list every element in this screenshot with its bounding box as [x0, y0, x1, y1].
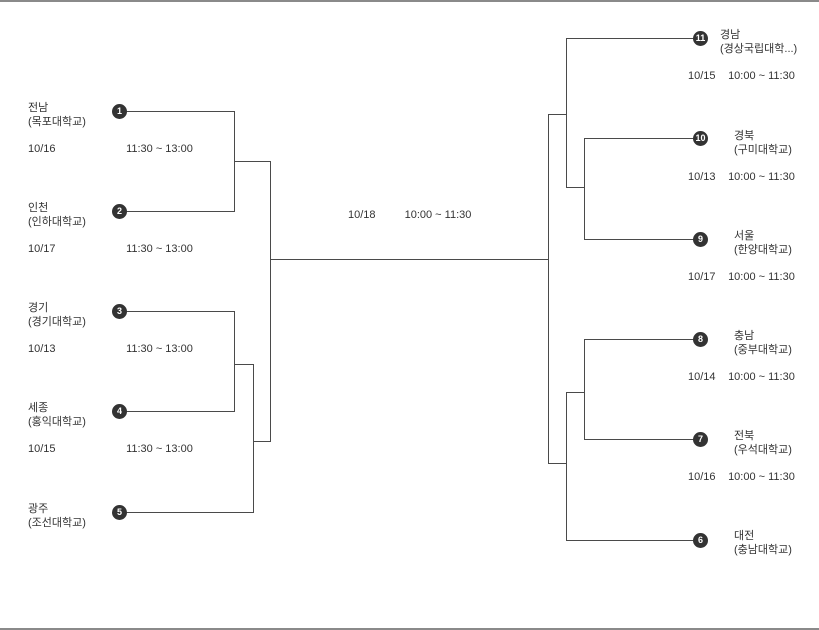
match-time: 10:00 ~ 11:30	[728, 70, 795, 82]
bracket-line-left-34-5	[119, 364, 254, 513]
team-entry: 서울 (한양대학교)	[734, 229, 792, 257]
team-school: (인하대학교)	[28, 216, 86, 228]
team-school: (우석대학교)	[734, 444, 792, 456]
match-date: 10/15	[28, 443, 56, 455]
seed-badge: 2	[112, 204, 127, 219]
match-date: 10/14	[688, 371, 716, 383]
match-schedule: 10/15 11:30 ~ 13:00	[28, 442, 193, 456]
seed-badge: 6	[693, 533, 708, 548]
team-region: 서울	[734, 230, 755, 242]
team-entry: 인천 (인하대학교)	[28, 201, 86, 229]
team-school: (조선대학교)	[28, 517, 86, 529]
seed-badge: 10	[693, 131, 708, 146]
team-region: 인천	[28, 202, 49, 214]
team-entry: 경남 (경상국립대학...)	[720, 28, 797, 56]
team-entry: 광주 (조선대학교)	[28, 502, 86, 530]
bracket-line-right-87-6	[566, 392, 701, 541]
team-school: (한양대학교)	[734, 244, 792, 256]
seed-badge: 1	[112, 104, 127, 119]
team-region: 세종	[28, 402, 49, 414]
seed-badge: 11	[693, 31, 708, 46]
bracket-line-right-semi	[548, 114, 567, 464]
match-time: 10:00 ~ 11:30	[728, 271, 795, 283]
seed-badge: 5	[112, 505, 127, 520]
team-school: (중부대학교)	[734, 344, 792, 356]
seed-badge: 3	[112, 304, 127, 319]
team-school: (구미대학교)	[734, 144, 792, 156]
match-date: 10/17	[688, 271, 716, 283]
bracket-line-right-8-7	[584, 339, 701, 440]
bracket-line-right-10-9	[584, 138, 701, 240]
match-schedule: 10/16 11:30 ~ 13:00	[28, 142, 193, 156]
match-date: 10/13	[688, 171, 716, 183]
match-date: 10/16	[28, 143, 56, 155]
match-date: 10/16	[688, 471, 716, 483]
team-region: 경남	[720, 29, 741, 41]
team-school: (경상국립대학...)	[720, 43, 798, 55]
team-school: (목포대학교)	[28, 116, 86, 128]
team-region: 전남	[28, 102, 49, 114]
bracket-line-right-11-109	[566, 38, 701, 188]
team-school: (홍익대학교)	[28, 416, 86, 428]
match-date: 10/15	[688, 70, 716, 82]
final-date: 10/18	[348, 209, 376, 221]
match-time: 11:30 ~ 13:00	[126, 243, 193, 255]
bracket-line-left-3-4	[119, 311, 235, 412]
team-region: 전북	[734, 430, 755, 442]
match-schedule: 10/16 10:00 ~ 11:30	[688, 470, 795, 484]
match-schedule: 10/13 10:00 ~ 11:30	[688, 170, 795, 184]
team-region: 광주	[28, 503, 49, 515]
seed-badge: 7	[693, 432, 708, 447]
team-entry: 세종 (홍익대학교)	[28, 401, 86, 429]
final-time: 10:00 ~ 11:30	[404, 209, 472, 221]
match-schedule: 10/17 10:00 ~ 11:30	[688, 270, 795, 284]
match-date: 10/13	[28, 343, 56, 355]
match-time: 11:30 ~ 13:00	[126, 143, 193, 155]
team-entry: 경북 (구미대학교)	[734, 129, 792, 157]
match-date: 10/17	[28, 243, 56, 255]
match-schedule: 10/13 11:30 ~ 13:00	[28, 342, 193, 356]
bracket-line-left-1-2	[119, 111, 235, 212]
team-region: 충남	[734, 330, 755, 342]
team-entry: 충남 (중부대학교)	[734, 329, 792, 357]
match-time: 10:00 ~ 11:30	[728, 471, 795, 483]
seed-badge: 8	[693, 332, 708, 347]
team-entry: 전남 (목포대학교)	[28, 101, 86, 129]
match-time: 11:30 ~ 13:00	[126, 443, 193, 455]
team-region: 경기	[28, 302, 49, 314]
team-region: 경북	[734, 130, 755, 142]
team-region: 대전	[734, 530, 755, 542]
team-school: (경기대학교)	[28, 316, 86, 328]
match-time: 11:30 ~ 13:00	[126, 343, 193, 355]
match-schedule: 10/14 10:00 ~ 11:30	[688, 370, 795, 384]
seed-badge: 9	[693, 232, 708, 247]
team-entry: 전북 (우석대학교)	[734, 429, 792, 457]
seed-badge: 4	[112, 404, 127, 419]
bracket-line-left-semi	[234, 161, 271, 442]
team-entry: 대전 (충남대학교)	[734, 529, 792, 557]
team-school: (충남대학교)	[734, 544, 792, 556]
team-entry: 경기 (경기대학교)	[28, 301, 86, 329]
match-time: 10:00 ~ 11:30	[728, 171, 795, 183]
bottom-border	[0, 628, 819, 630]
match-schedule: 10/15 10:00 ~ 11:30	[688, 69, 795, 83]
top-border	[0, 0, 819, 2]
match-schedule: 10/17 11:30 ~ 13:00	[28, 242, 193, 256]
final-schedule: 10/18 10:00 ~ 11:30	[348, 208, 471, 222]
match-time: 10:00 ~ 11:30	[728, 371, 795, 383]
